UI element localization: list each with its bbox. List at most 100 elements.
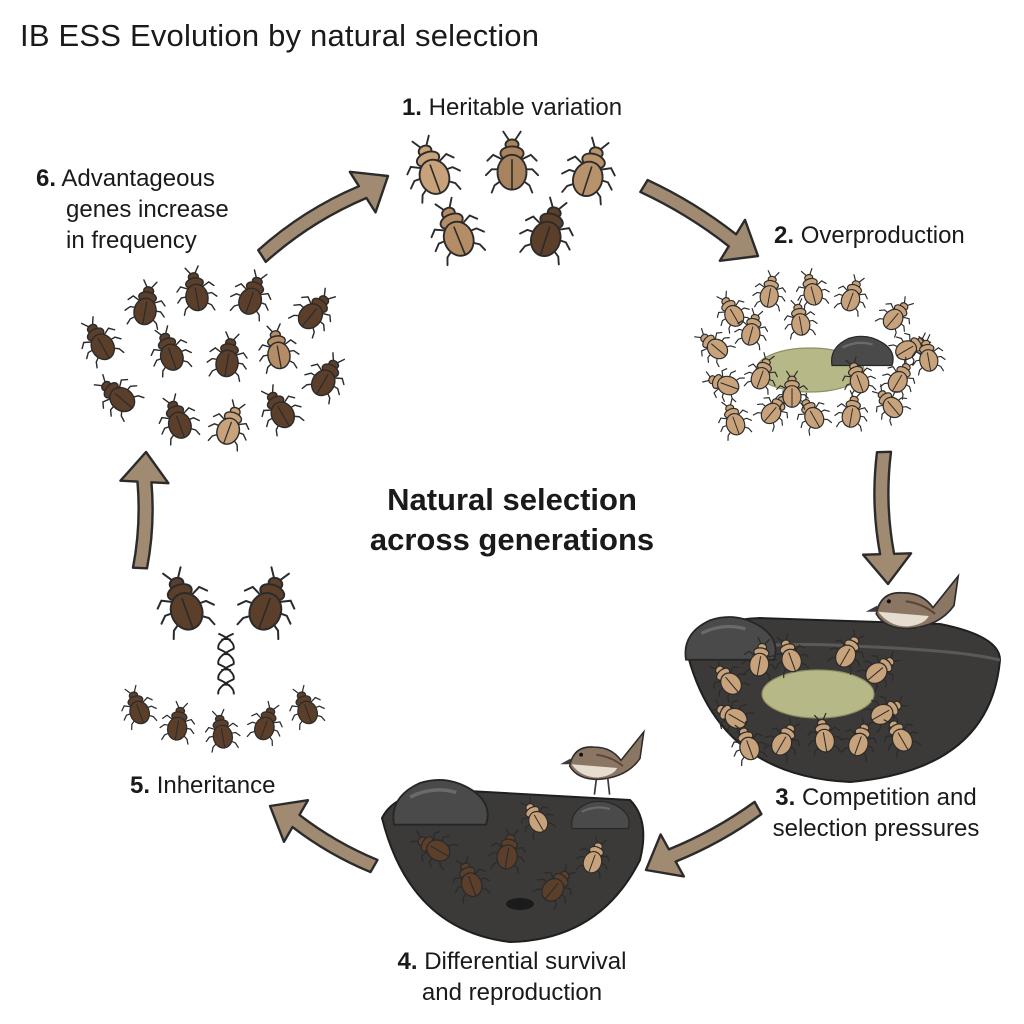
beetle-icon [740, 348, 785, 397]
beetle-icon [511, 791, 560, 842]
arrow-6-to-1 [257, 170, 390, 264]
step-3-text-line-2: selection pressures [772, 815, 980, 842]
beetle-icon [230, 559, 308, 643]
beetle-icon [249, 377, 309, 439]
beetle-icon [225, 264, 280, 324]
rock-icon [570, 800, 631, 830]
soil-mound-scene-4 [380, 788, 645, 944]
step-5-text: Inheritance [156, 772, 276, 799]
burrow-hole [506, 898, 534, 910]
beetle-icon [759, 711, 811, 765]
beetle-icon [832, 388, 873, 433]
beetle-icon [142, 320, 197, 380]
step-1-text: Heritable variation [428, 94, 623, 121]
beetle-icon [863, 377, 914, 429]
beetle-icon [779, 296, 820, 341]
step-6-label: 6. Advantageous genes increase in freque… [36, 163, 229, 256]
rock-icon [683, 615, 778, 662]
center-label-line-2: across generations [369, 522, 655, 557]
step-2-number: 2. [774, 222, 795, 249]
beetle-icon [85, 363, 148, 426]
beetle-icon [787, 387, 836, 438]
moss-icon [755, 347, 865, 393]
rock-icon [830, 335, 895, 367]
beetle-icon [484, 130, 540, 194]
cycle-center-label: Natural selection across generations [312, 480, 712, 560]
beetle-icon [297, 345, 357, 407]
arrow-2-to-3 [861, 450, 913, 586]
beetle-icon [113, 681, 161, 732]
beetle-icon [144, 559, 222, 643]
step-3-text-line-1: Competition and [801, 784, 977, 811]
step-3-number: 3. [775, 784, 796, 811]
beetle-icon [739, 634, 782, 682]
beetle-icon [253, 320, 302, 375]
beetle-icon [157, 698, 200, 746]
step-2-text: Overproduction [800, 222, 965, 249]
beetle-icon [835, 352, 880, 401]
beetle-icon [418, 190, 492, 269]
beetle-icon [750, 268, 791, 313]
beetle-icon [513, 191, 585, 268]
step-2-label: 2. Overproduction [774, 220, 965, 251]
step-1-label: 1. Heritable variation [352, 92, 672, 123]
soil-mound-scene-3 [686, 616, 1002, 784]
beetle-icon [700, 651, 754, 706]
step-5-number: 5. [130, 772, 151, 799]
arrow-4-to-5 [268, 799, 379, 874]
beetle-icon [281, 681, 329, 732]
beetle-icon [69, 309, 129, 371]
beetle-icon [823, 623, 875, 677]
beetle-icon [204, 328, 253, 383]
beetle-icon [731, 305, 774, 352]
step-4-text-line-1: Differential survival [424, 948, 627, 975]
beetle-icon [765, 629, 813, 680]
beetle-icon [243, 697, 291, 748]
habitat-scenes [380, 335, 1002, 944]
step-3-label: 3. Competition and selection pressures [744, 782, 1008, 844]
step-6-text-line-2: genes increase [66, 196, 229, 223]
step-4-number: 4. [397, 948, 418, 975]
beetle-icon [886, 323, 937, 372]
beetle-icon [837, 713, 885, 764]
beetle-icon [404, 820, 461, 874]
beetle-icon [486, 825, 531, 875]
beetle-icon [775, 370, 809, 410]
rock-icon [391, 778, 490, 827]
predator-birds [559, 575, 960, 796]
beetle-icon [555, 131, 627, 208]
beetle-icon [861, 685, 915, 737]
step-4-label: 4. Differential survival and reproductio… [352, 946, 672, 1008]
beetle-icon [711, 394, 756, 443]
step-6-text-line-3: in frequency [66, 227, 197, 254]
step-5-label: 5. Inheritance [130, 770, 275, 801]
beetle-icon [703, 689, 757, 741]
moss-icon [761, 669, 875, 719]
beetle-icon [150, 388, 205, 448]
beetle-icon [830, 270, 875, 319]
beetle-icon [707, 285, 756, 336]
beetle-icon [444, 851, 495, 905]
beetle-icon [723, 717, 771, 768]
step-6-text-line-1: Advantageous [61, 165, 215, 192]
beetle-icon [876, 351, 925, 402]
beetle-icon [200, 706, 243, 754]
beetle-icon [171, 262, 220, 317]
beetle-icon [750, 383, 801, 435]
arrow-5-to-6 [119, 450, 170, 570]
step-1-number: 1. [401, 94, 422, 121]
beetle-icon [529, 856, 586, 913]
beetle-icon [872, 289, 923, 341]
dna-icon [217, 632, 235, 696]
beetle-icon [687, 319, 739, 370]
beetle-icon [284, 279, 347, 342]
beetle-icon [572, 832, 617, 881]
center-label-line-1: Natural selection [387, 482, 637, 517]
beetle-icon [698, 361, 747, 406]
beetle-icon [790, 265, 833, 312]
bird-icon [864, 575, 960, 647]
beetle-icon [907, 332, 948, 377]
beetle-icon [203, 394, 258, 454]
beetle-icon [395, 128, 467, 206]
